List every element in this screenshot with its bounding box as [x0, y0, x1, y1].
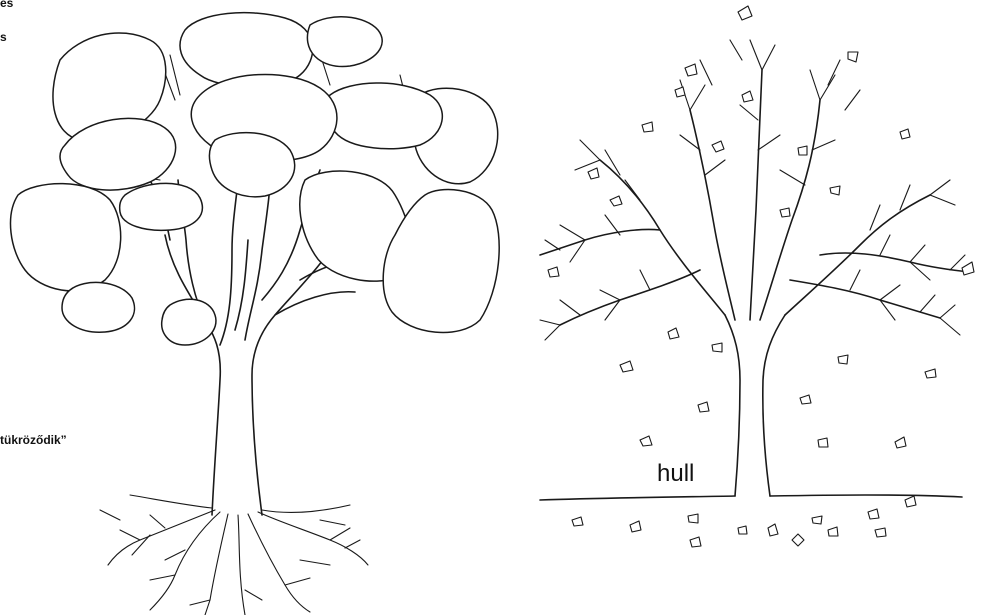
- cropped-label-quote: tükröződik”: [0, 433, 67, 447]
- hull-label: hull: [657, 460, 695, 487]
- cropped-label-top: es: [0, 0, 14, 10]
- cropped-label-s: s: [0, 30, 7, 44]
